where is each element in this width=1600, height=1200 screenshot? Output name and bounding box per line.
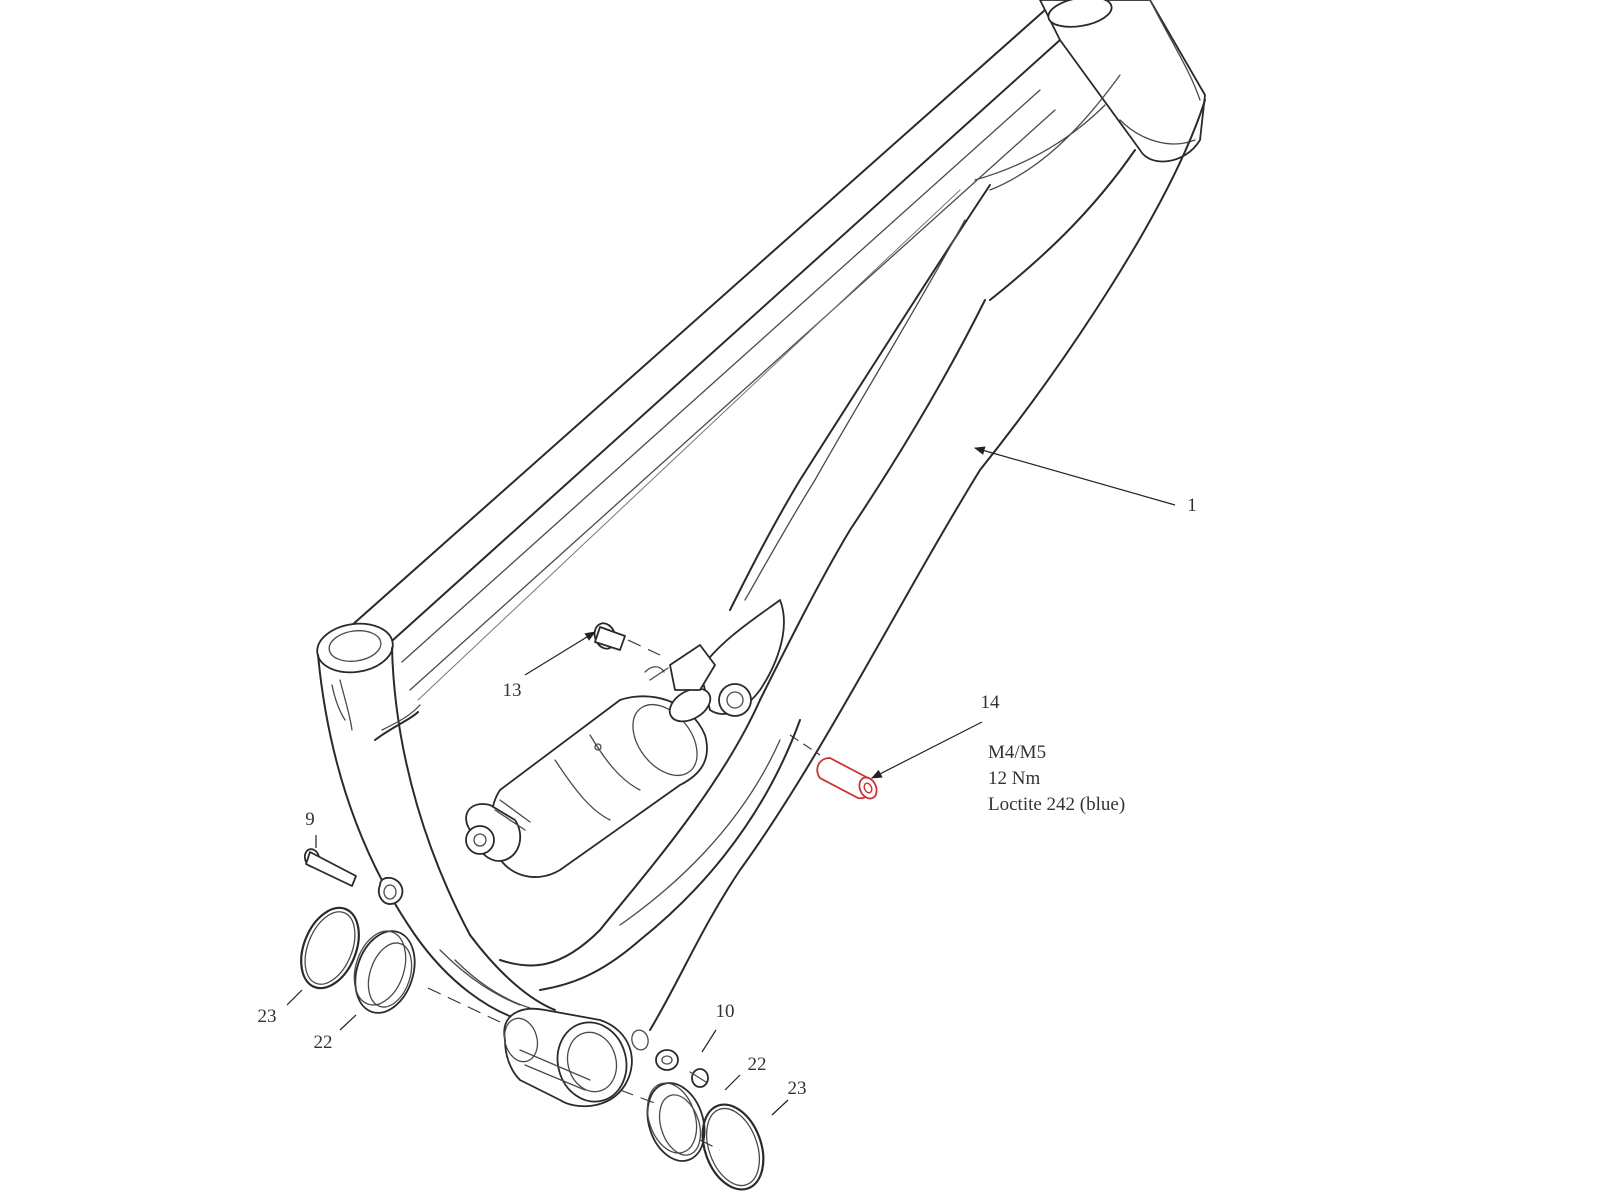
callout-9: 9 [305, 809, 315, 830]
bearing-cover-left [353, 930, 416, 1014]
highlighted-pin-14 [789, 734, 878, 800]
main-frame [316, 0, 1206, 1108]
spec-threadlocker: Loctite 242 (blue) [988, 794, 1125, 815]
callout-10: 10 [716, 1001, 735, 1022]
spec-note: M4/M5 12 Nm Loctite 242 (blue) [988, 742, 1125, 815]
callout-22-right: 22 [748, 1054, 767, 1075]
bolt-9 [303, 848, 404, 905]
callout-13: 13 [503, 680, 522, 701]
bearing-cover-right [646, 1082, 706, 1162]
bolt-13 [593, 622, 661, 656]
spec-thread: M4/M5 [988, 742, 1046, 763]
o-ring-left [300, 906, 360, 990]
spec-torque: 12 Nm [988, 768, 1040, 789]
callout-1: 1 [1187, 495, 1197, 516]
leader-lines [286, 446, 1176, 1116]
rear-shock [465, 644, 716, 878]
callout-14: 14 [981, 692, 1001, 713]
callout-23-right: 23 [788, 1078, 807, 1099]
o-ring-right [701, 1103, 765, 1191]
callout-22-left: 22 [314, 1032, 333, 1053]
callout-23-left: 23 [258, 1006, 277, 1027]
bolt-10 [655, 1049, 709, 1088]
